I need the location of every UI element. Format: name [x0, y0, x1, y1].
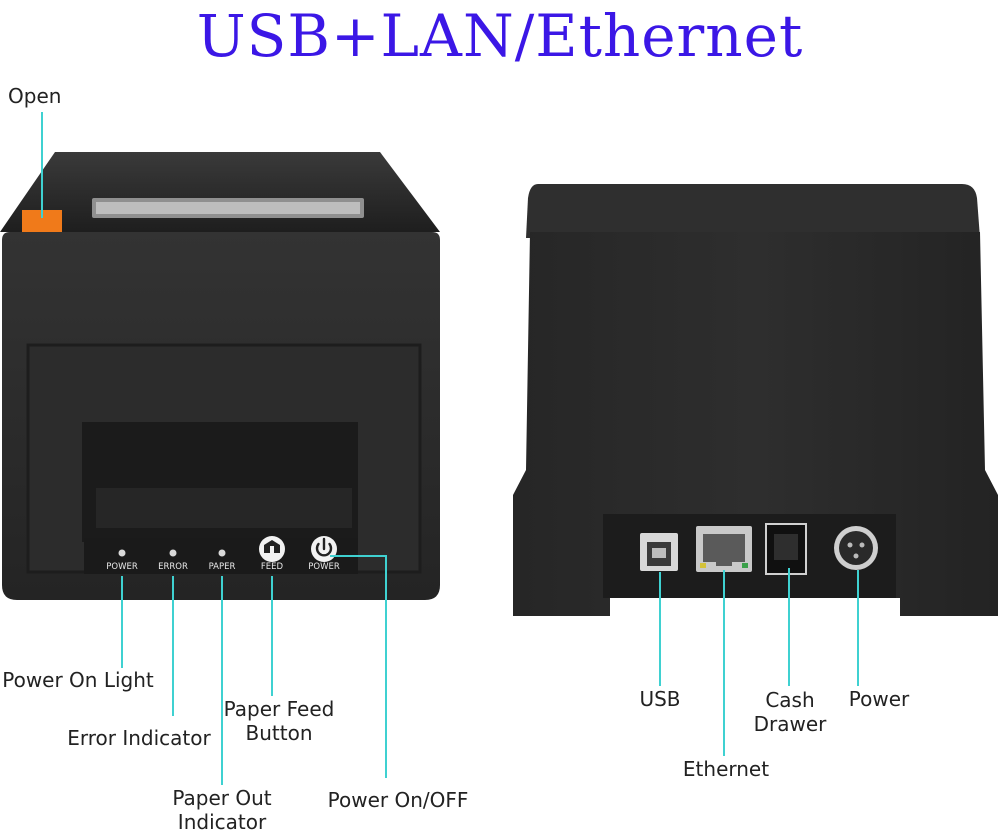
callout-power-on-light: Power On Light	[2, 668, 154, 692]
callout-usb: USB	[639, 687, 681, 711]
power-symbol-icon	[315, 537, 333, 557]
callout-cash-line1: Cash	[765, 688, 815, 712]
callout-paper-out-line2: Indicator	[177, 810, 267, 834]
callout-power-on-off: Power On/OFF	[327, 788, 469, 812]
callout-power: Power	[848, 687, 910, 711]
back-lid	[526, 184, 980, 238]
callout-paper-feed-line2: Button	[245, 721, 313, 745]
printer-lid	[0, 152, 440, 232]
callout-paper-feed-button: Paper Feed Button	[216, 697, 342, 745]
callout-cash-drawer: Cash Drawer	[744, 688, 836, 736]
callout-cash-line2: Drawer	[753, 712, 827, 736]
error-led-icon	[169, 549, 177, 557]
paper-led-icon	[218, 549, 226, 557]
error-led-label: ERROR	[158, 562, 188, 572]
callout-paper-out-line1: Paper Out	[172, 786, 272, 810]
paper-led-label: PAPER	[209, 562, 236, 572]
power-button-label: POWER	[308, 562, 340, 572]
page-title: USB+LAN/Ethernet	[196, 2, 804, 70]
front-printer: POWER ERROR PAPER FEED POWER	[0, 152, 440, 600]
leader-lines	[41, 112, 859, 785]
callout-open: Open	[8, 84, 62, 108]
power-led-label: POWER	[106, 562, 138, 572]
open-tab[interactable]	[22, 210, 62, 232]
callout-paper-out-indicator: Paper Out Indicator	[160, 786, 284, 834]
back-printer	[513, 184, 998, 616]
power-led-icon	[118, 549, 126, 557]
callout-ethernet: Ethernet	[682, 757, 770, 781]
callout-error-indicator: Error Indicator	[67, 726, 211, 750]
callout-paper-feed-line1: Paper Feed	[223, 697, 335, 721]
feed-button-label: FEED	[261, 562, 284, 572]
